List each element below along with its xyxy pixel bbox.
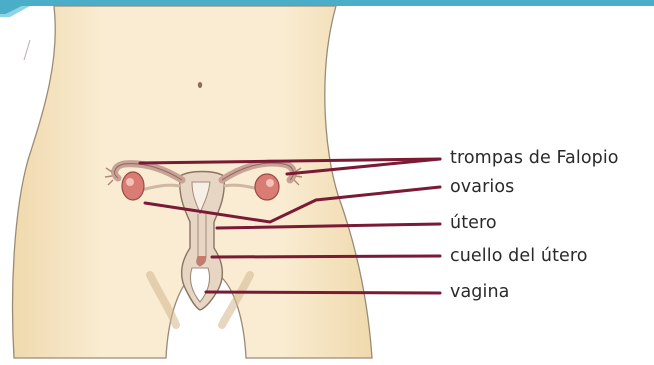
label-vagina: vagina: [450, 284, 509, 302]
label-uterus: útero: [450, 215, 497, 233]
navel: [198, 82, 202, 88]
stray-mark: [24, 40, 30, 60]
leader-vagina: [206, 292, 440, 293]
label-ovaries: ovarios: [450, 179, 514, 197]
leader-cervix: [212, 256, 440, 257]
label-fallopian-tubes: trompas de Falopio: [450, 150, 619, 168]
label-cervix: cuello del útero: [450, 248, 588, 266]
